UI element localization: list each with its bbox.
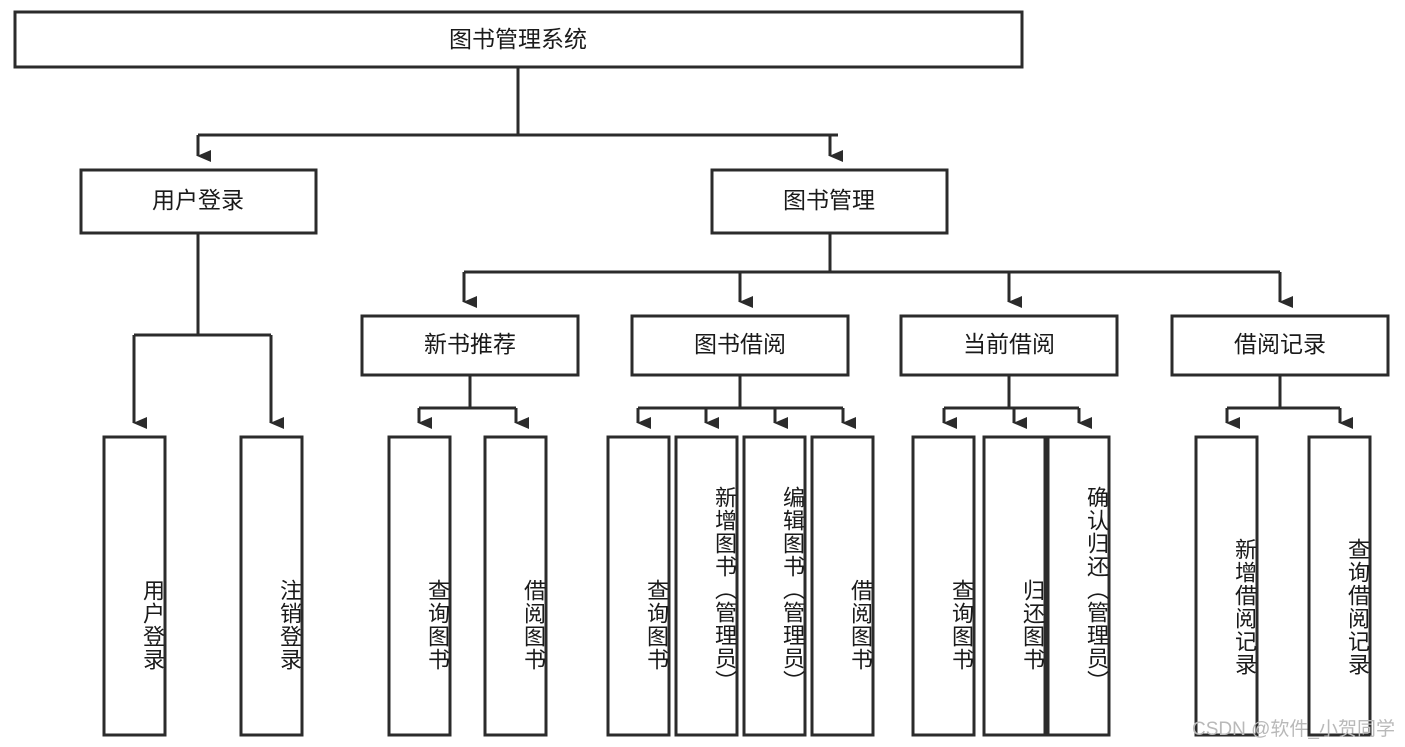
connector-borrow-record-to-leaves [1225, 375, 1353, 429]
connector-book-borrow-to-leaves [636, 375, 856, 429]
connector-current-borrow-to-leaves [942, 375, 1092, 429]
node-borrow-record-label: 借阅记录 [1234, 331, 1326, 357]
node-book-borrow[interactable]: 图书借阅 [630, 314, 850, 377]
connector-new-book-recommend-to-leaves [417, 375, 529, 429]
node-new-book-recommend-label: 新书推荐 [424, 331, 516, 357]
node-user-login[interactable]: 用户登录 [79, 168, 318, 235]
node-root[interactable]: 图书管理系统 [13, 10, 1024, 69]
connector-user-login-to-leaves [132, 233, 284, 429]
leaf-confirm-return[interactable] [1046, 435, 1111, 737]
leaf-borrow-book-1[interactable] [483, 435, 548, 737]
leaf-return-book[interactable] [982, 435, 1047, 737]
connector-root-to-level2 [196, 67, 843, 162]
leaf-edit-book[interactable] [742, 435, 807, 737]
node-book-borrow-label: 图书借阅 [694, 331, 786, 357]
node-current-borrow[interactable]: 当前借阅 [899, 314, 1119, 377]
node-borrow-record[interactable]: 借阅记录 [1170, 314, 1390, 377]
leaf-user-login[interactable] [102, 435, 167, 737]
node-current-borrow-label: 当前借阅 [963, 331, 1055, 357]
leaf-query-book-1[interactable] [387, 435, 452, 737]
leaf-add-record[interactable] [1194, 435, 1259, 737]
leaf-query-book-2[interactable] [606, 435, 671, 737]
leaf-query-book-3[interactable] [911, 435, 976, 737]
node-book-manage-label: 图书管理 [783, 187, 875, 213]
node-user-login-label: 用户登录 [152, 187, 244, 213]
leaf-user-logout[interactable] [239, 435, 304, 737]
node-new-book-recommend[interactable]: 新书推荐 [360, 314, 580, 377]
connector-book-manage-to-level3 [462, 233, 1293, 308]
node-book-manage[interactable]: 图书管理 [710, 168, 949, 235]
node-root-label: 图书管理系统 [449, 26, 587, 52]
leaf-borrow-book-2[interactable] [810, 435, 875, 737]
leaf-query-record[interactable] [1307, 435, 1372, 737]
csdn-watermark: CSDN @软件_小贺同学 [1192, 719, 1395, 740]
leaf-add-book[interactable] [674, 435, 739, 737]
